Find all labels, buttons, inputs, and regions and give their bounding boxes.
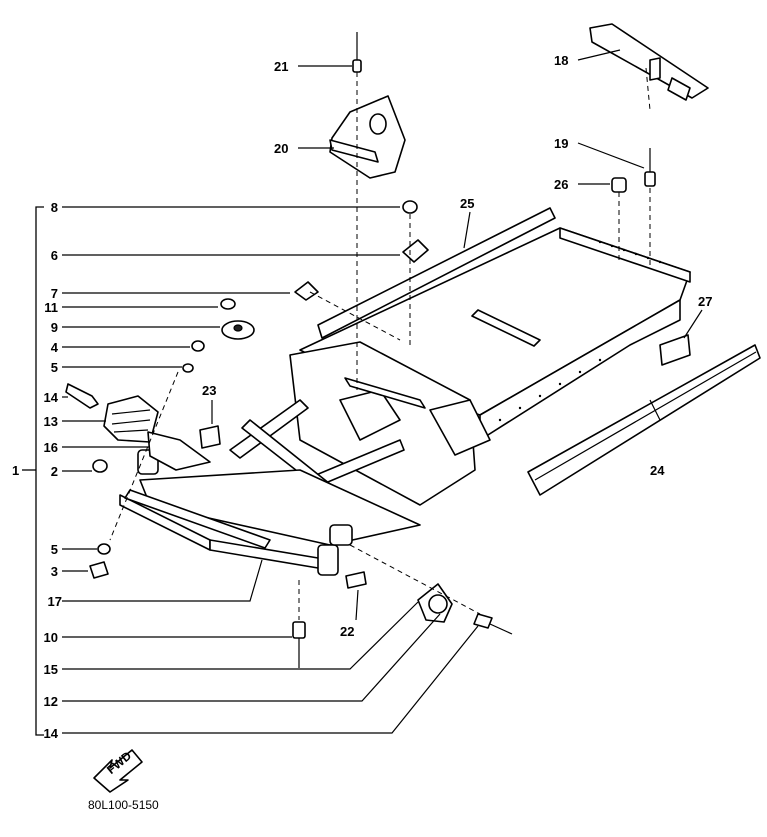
callout-5-top: 5 [51,360,58,375]
rivet-19 [644,148,656,187]
rivet-21 [352,32,362,73]
callout-18: 18 [554,53,568,68]
callout-15: 15 [44,662,58,677]
bracket-18 [589,23,709,101]
fwd-arrow: FWD [93,748,143,793]
callout-19: 19 [554,136,568,151]
callout-4: 4 [51,340,59,355]
callout-3: 3 [51,564,58,579]
callout-6: 6 [51,248,58,263]
runner-24 [527,344,761,496]
left-leaders [62,206,479,734]
assembly-lines [109,67,651,620]
callout-23: 23 [202,383,216,398]
nut-26 [611,177,627,193]
callout-14-top: 14 [44,390,59,405]
callout-20: 20 [274,141,288,156]
group-label: 1 [12,463,19,478]
callout-10: 10 [44,630,58,645]
bracket-20 [329,95,406,179]
callout-27: 27 [698,294,712,309]
callout-21: 21 [274,59,288,74]
rail-strip-25 [317,207,556,339]
frame-tunnel [119,227,691,576]
callout-16: 16 [44,440,58,455]
callout-12: 12 [44,694,58,709]
callout-25: 25 [460,196,474,211]
figure-code: 80L100-5150 [88,798,159,812]
callout-11: 11 [44,300,58,315]
pad-27 [659,334,691,366]
callout-14-bottom: 14 [44,726,59,741]
callout-9: 9 [51,320,58,335]
callout-2: 2 [51,464,58,479]
callout-26: 26 [554,177,568,192]
callout-24: 24 [650,463,665,478]
callout-5-bottom: 5 [51,542,58,557]
callout-7: 7 [51,286,58,301]
left-small-parts [65,200,513,668]
callout-8: 8 [51,200,58,215]
callout-17: 17 [48,594,62,609]
other-leaders [211,49,703,621]
callout-labels: 21 20 18 19 26 25 27 24 23 22 [202,53,712,639]
callout-13: 13 [44,414,58,429]
group-bracket: 1 [12,206,44,736]
callout-22: 22 [340,624,354,639]
left-callout-labels: 8 6 7 11 9 4 5 14 13 16 2 5 3 17 10 15 1… [44,200,62,741]
